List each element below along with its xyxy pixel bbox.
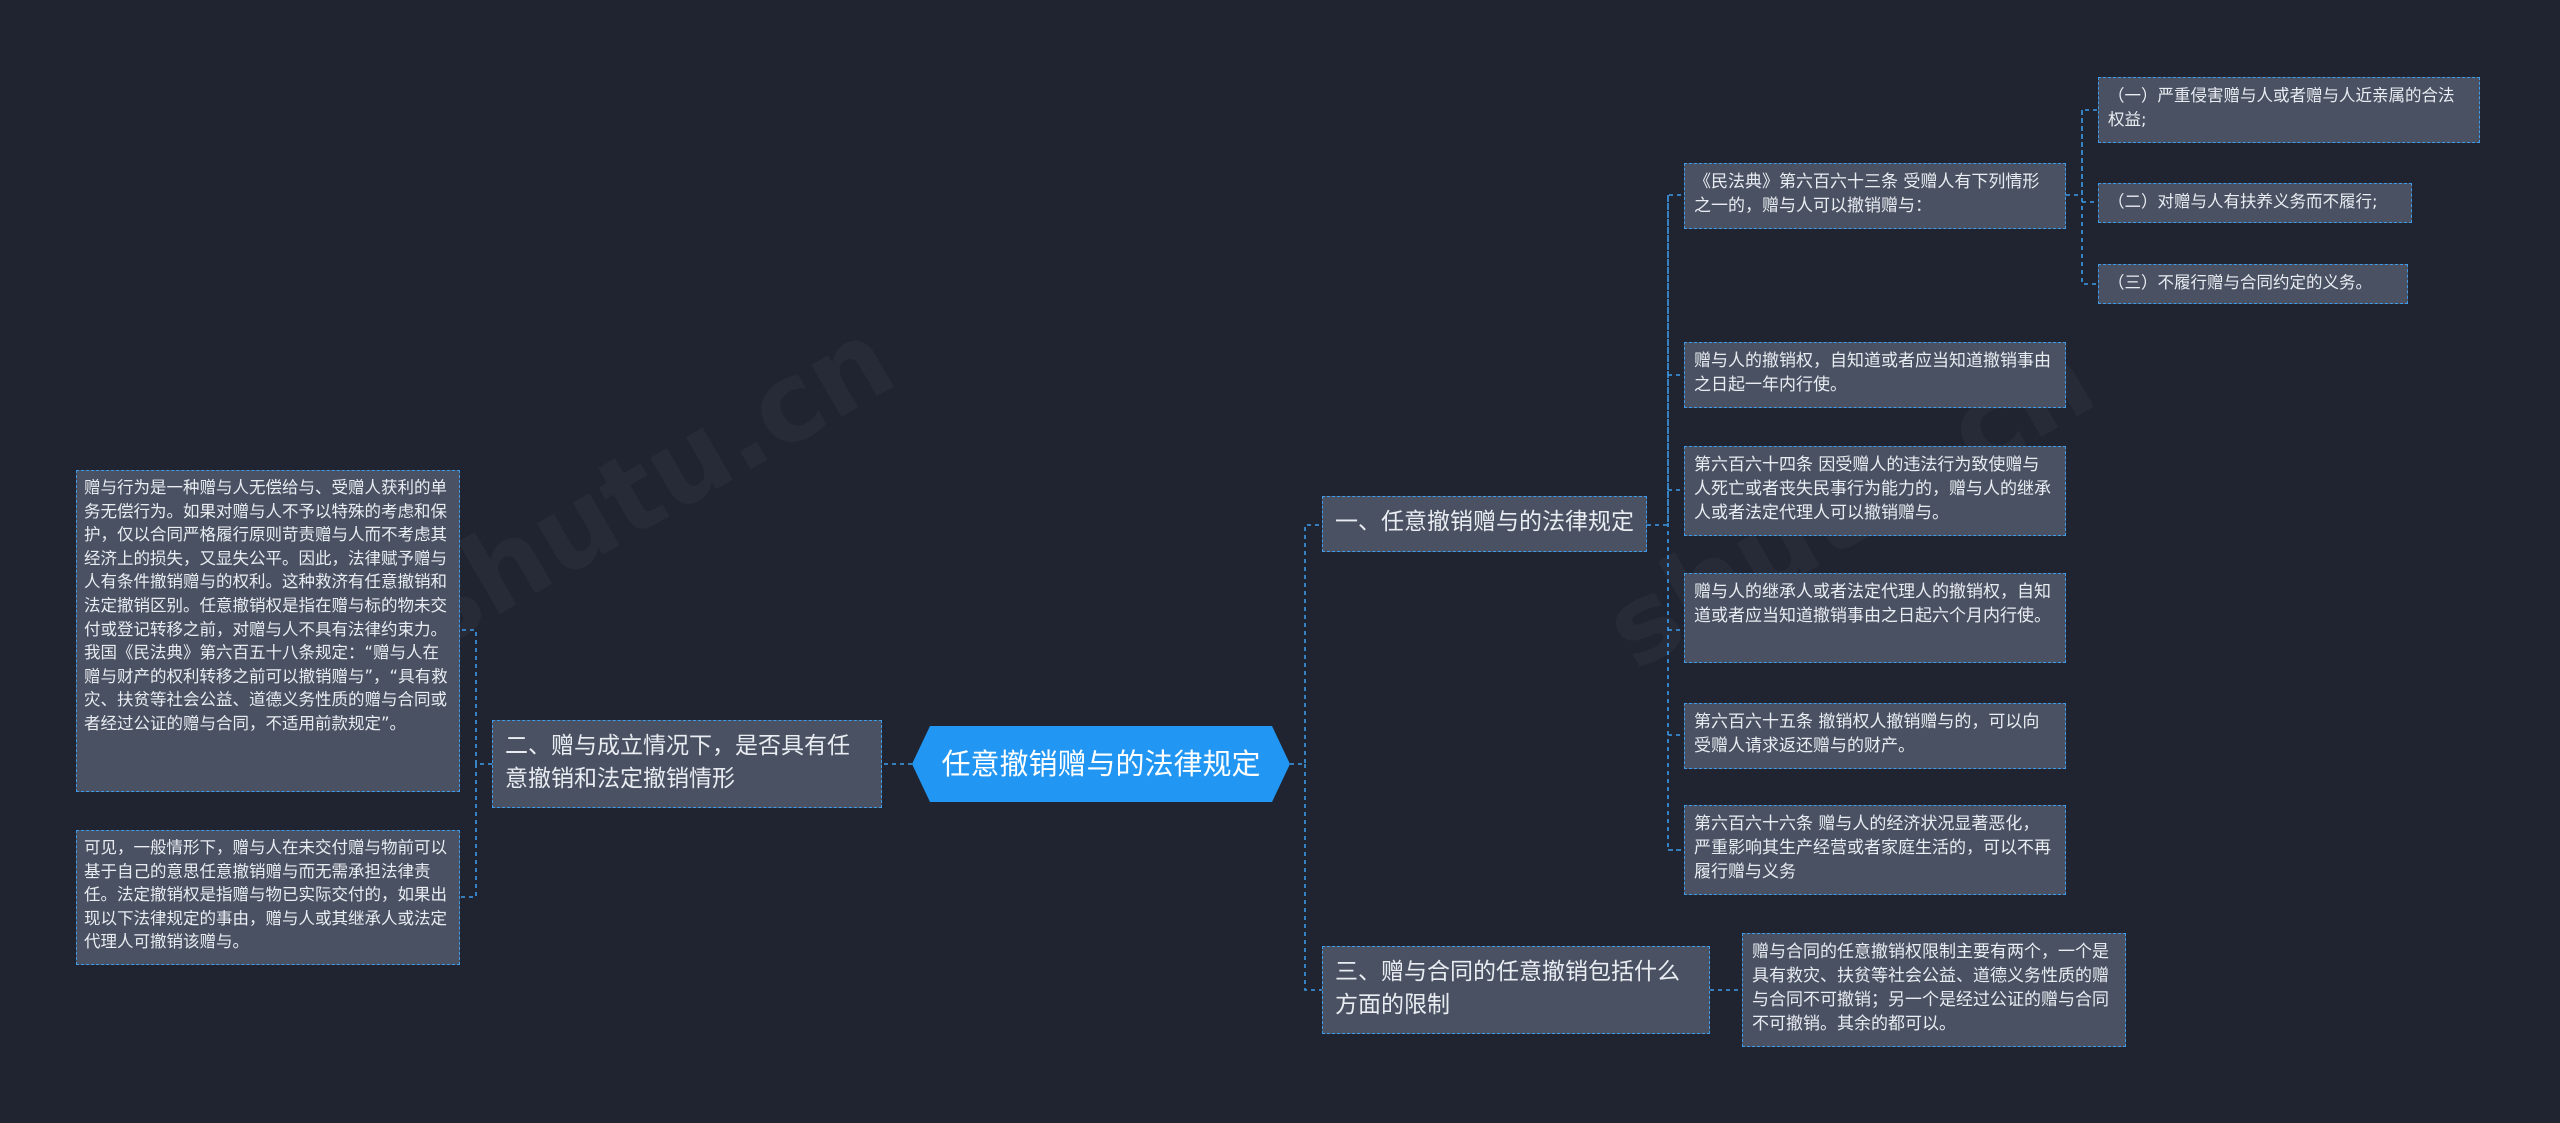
link-b1-children bbox=[1647, 194, 1684, 851]
art663-label: 《民法典》第六百六十三条 受赠人有下列情形之一的，赠与人可以撤销赠与： bbox=[1694, 172, 2040, 216]
art666-node[interactable]: 第六百六十六条 赠与人的经济状况显著恶化，严重影响其生产经营或者家庭生活的，可以… bbox=[1684, 805, 2066, 895]
branch-2-node[interactable]: 二、赠与成立情况下，是否具有任意撤销和法定撤销情形 bbox=[492, 720, 882, 808]
b2-paragraph-1-label: 赠与行为是一种赠与人无偿给与、受赠人获利的单务无偿行为。如果对赠与人不予以特殊的… bbox=[84, 478, 448, 733]
b2-paragraph-2-node[interactable]: 可见，一般情形下，赠与人在未交付赠与物前可以基于自己的意思任意撤销赠与而无需承担… bbox=[76, 830, 460, 965]
period-label: 赠与人的撤销权，自知道或者应当知道撤销事由之日起一年内行使。 bbox=[1694, 351, 2051, 395]
branch-1-label: 一、任意撤销赠与的法律规定 bbox=[1335, 509, 1634, 535]
art663-sub-1-node[interactable]: （一）严重侵害赠与人或者赠与人近亲属的合法权益; bbox=[2098, 77, 2480, 143]
art665-label: 第六百六十五条 撤销权人撤销赠与的，可以向受赠人请求返还赠与的财产。 bbox=[1694, 712, 2040, 756]
branch-3-node[interactable]: 三、赠与合同的任意撤销包括什么方面的限制 bbox=[1322, 946, 1710, 1034]
heirs-label: 赠与人的继承人或者法定代理人的撤销权，自知道或者应当知道撤销事由之日起六个月内行… bbox=[1694, 582, 2051, 626]
root-node[interactable]: 任意撤销赠与的法律规定 bbox=[912, 726, 1290, 802]
art663-sub-2-label: （二）对赠与人有扶养义务而不履行; bbox=[2108, 192, 2378, 211]
link-art663-subs bbox=[2066, 109, 2098, 285]
b2-paragraph-1-node[interactable]: 赠与行为是一种赠与人无偿给与、受赠人获利的单务无偿行为。如果对赠与人不予以特殊的… bbox=[76, 470, 460, 792]
art663-sub-1-label: （一）严重侵害赠与人或者赠与人近亲属的合法权益; bbox=[2108, 86, 2455, 129]
heirs-node[interactable]: 赠与人的继承人或者法定代理人的撤销权，自知道或者应当知道撤销事由之日起六个月内行… bbox=[1684, 573, 2066, 663]
period-node[interactable]: 赠与人的撤销权，自知道或者应当知道撤销事由之日起一年内行使。 bbox=[1684, 342, 2066, 408]
b3-paragraph-node[interactable]: 赠与合同的任意撤销权限制主要有两个，一个是具有救灾、扶贫等社会公益、道德义务性质… bbox=[1742, 933, 2126, 1047]
art664-node[interactable]: 第六百六十四条 因受赠人的违法行为致使赠与人死亡或者丧失民事行为能力的，赠与人的… bbox=[1684, 446, 2066, 536]
root-node-label: 任意撤销赠与的法律规定 bbox=[941, 747, 1261, 781]
branch-2-label: 二、赠与成立情况下，是否具有任意撤销和法定撤销情形 bbox=[505, 733, 850, 792]
branch-3-label: 三、赠与合同的任意撤销包括什么方面的限制 bbox=[1335, 959, 1680, 1018]
art663-sub-3-label: （三）不履行赠与合同约定的义务。 bbox=[2108, 273, 2372, 292]
art666-label: 第六百六十六条 赠与人的经济状况显著恶化，严重影响其生产经营或者家庭生活的，可以… bbox=[1694, 814, 2051, 882]
art665-node[interactable]: 第六百六十五条 撤销权人撤销赠与的，可以向受赠人请求返还赠与的财产。 bbox=[1684, 703, 2066, 769]
art663-sub-3-node[interactable]: （三）不履行赠与合同约定的义务。 bbox=[2098, 264, 2408, 304]
art663-node[interactable]: 《民法典》第六百六十三条 受赠人有下列情形之一的，赠与人可以撤销赠与： bbox=[1684, 163, 2066, 229]
link-b2-children bbox=[460, 629, 492, 898]
link-root-right bbox=[1290, 524, 1322, 991]
art664-label: 第六百六十四条 因受赠人的违法行为致使赠与人死亡或者丧失民事行为能力的，赠与人的… bbox=[1694, 455, 2051, 523]
b3-paragraph-label: 赠与合同的任意撤销权限制主要有两个，一个是具有救灾、扶贫等社会公益、道德义务性质… bbox=[1752, 942, 2109, 1034]
art663-sub-2-node[interactable]: （二）对赠与人有扶养义务而不履行; bbox=[2098, 183, 2412, 223]
b2-paragraph-2-label: 可见，一般情形下，赠与人在未交付赠与物前可以基于自己的意思任意撤销赠与而无需承担… bbox=[84, 838, 447, 952]
branch-1-node[interactable]: 一、任意撤销赠与的法律规定 bbox=[1322, 496, 1647, 552]
